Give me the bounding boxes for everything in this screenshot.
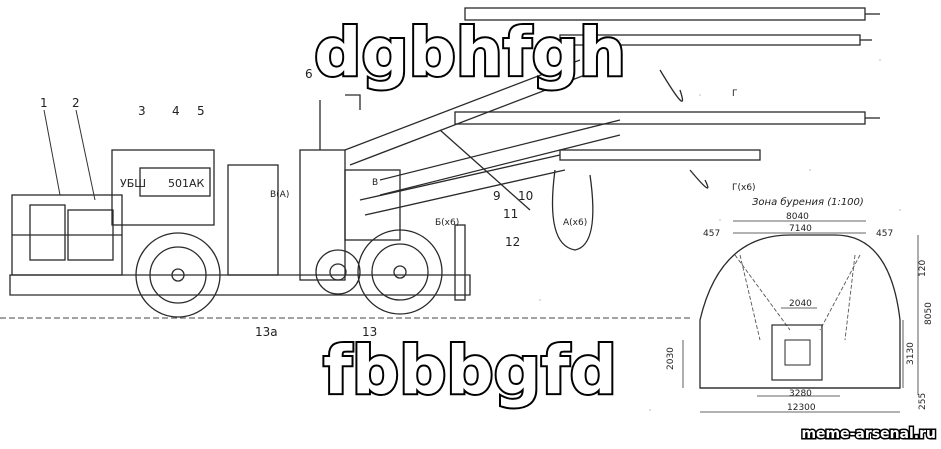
section-g: Г [732,89,738,99]
dim-height-mid: 3130 [906,342,916,365]
callout-10: 10 [518,189,533,203]
drill-feeds [454,7,880,161]
drill-rig [9,7,880,318]
callouts: 1 2 3 4 5 6 9 11 10 12 13 13a [40,67,533,339]
boom-bracket-a [551,169,594,251]
callout-9: 9 [493,189,501,203]
dim-right-offset: 457 [876,229,893,239]
wheel-rear [135,232,221,318]
section-b-view: Б(x6) [435,218,459,228]
section-a-view: А(x6) [563,218,587,228]
zone-outline [699,234,901,389]
cab-label-right: 501АК [168,177,205,190]
section-v: В [372,178,378,188]
column [299,149,346,281]
callout-4: 4 [172,104,180,118]
section-g-view: Г(x6) [732,183,756,193]
cab-label-left: УБШ [120,177,146,190]
dim-height-left: 2030 [666,347,676,370]
dim-top-gap: 120 [918,260,928,277]
dim-inner-base: 3280 [789,389,812,399]
meme-bottom-text: fbbbgfd [323,332,617,409]
dim-left-offset: 457 [703,229,720,239]
drilling-zone: Зона бурения (1:100) 8040 7140 457 457 1… [666,196,934,413]
dim-bottom-gap: 255 [918,393,928,410]
callout-1: 1 [40,96,48,110]
callout-2: 2 [72,96,80,110]
paper-speckle [539,39,901,411]
dim-base-width: 12300 [787,403,816,413]
callout-3: 3 [138,104,146,118]
dim-height-total: 8050 [924,302,934,325]
callout-11: 11 [503,207,518,221]
callout-5: 5 [197,104,205,118]
callout-13: 13 [362,325,377,339]
callout-13a: 13a [255,325,278,339]
zone-rig [771,324,823,381]
wheel-middle [315,249,361,295]
callout-6: 6 [305,67,313,81]
booms [344,59,621,216]
wheel-front [357,229,443,315]
dim-center: 2040 [789,299,812,309]
operator-cab [111,149,215,226]
dim-inner-width: 7140 [789,224,812,234]
zone-title: Зона бурения (1:100) [752,196,864,208]
callout-12: 12 [505,235,520,249]
dim-top-width: 8040 [786,212,809,222]
section-v-a: В(А) [270,190,289,200]
watermark: meme-arsenal.ru [801,426,936,442]
meme-top-text: dgbhfgh [314,14,626,91]
